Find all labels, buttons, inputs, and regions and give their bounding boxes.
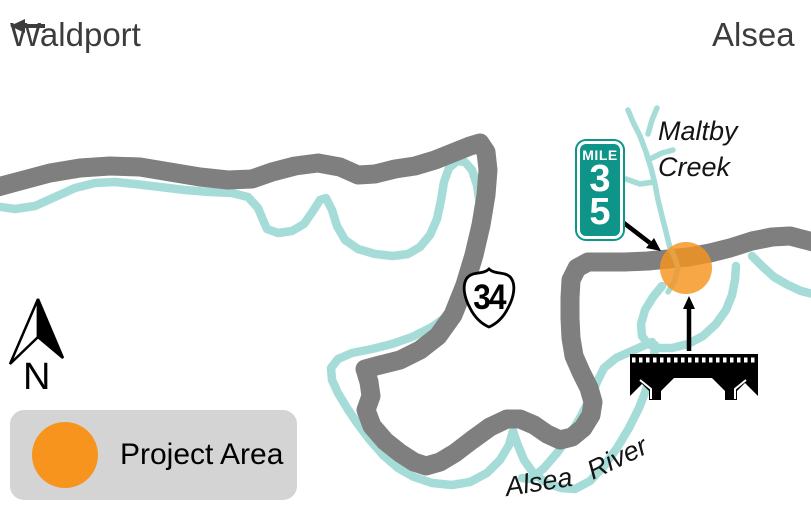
bridge-icon bbox=[630, 354, 758, 400]
river-east-branch-line bbox=[747, 251, 811, 298]
maltby-creek-twig-1 bbox=[645, 105, 660, 137]
milepost-sign: MILE 3 5 bbox=[577, 141, 623, 239]
route-34-shield bbox=[462, 267, 516, 329]
river-bend-below-project-line bbox=[636, 261, 741, 353]
legend-box: Project Area bbox=[10, 410, 297, 500]
maltby-creek-twig-2 bbox=[649, 147, 676, 161]
north-arrow-letter: N bbox=[23, 356, 51, 398]
bridge-callout-arrow bbox=[683, 296, 695, 351]
maltby-creek-label-line2: Creek bbox=[658, 151, 731, 182]
milepost-digit-2: 5 bbox=[589, 190, 611, 233]
maltby-creek-label: Maltby Creek bbox=[658, 114, 738, 185]
project-area-circle bbox=[660, 242, 712, 294]
legend-project-area-swatch bbox=[32, 422, 98, 488]
west-destination-label: Waldport bbox=[10, 16, 141, 54]
maltby-creek-label-line1: Maltby bbox=[658, 116, 738, 146]
milepost-digit-1: 3 bbox=[589, 158, 611, 200]
east-destination-text: Alsea bbox=[712, 16, 795, 53]
legend-project-area-label: Project Area bbox=[120, 438, 284, 471]
route-34-shield-number: 34 bbox=[473, 278, 506, 317]
highway-34-road-line bbox=[0, 133, 811, 476]
west-destination-text: Waldport bbox=[10, 16, 141, 53]
left-arrow-icon bbox=[10, 19, 45, 33]
milepost-callout-arrow bbox=[618, 218, 661, 251]
milepost-title: MILE bbox=[582, 147, 618, 163]
north-arrow-icon bbox=[8, 298, 65, 365]
maltby-creek-twig-3 bbox=[623, 176, 657, 187]
east-destination-label: Alsea bbox=[712, 16, 795, 54]
